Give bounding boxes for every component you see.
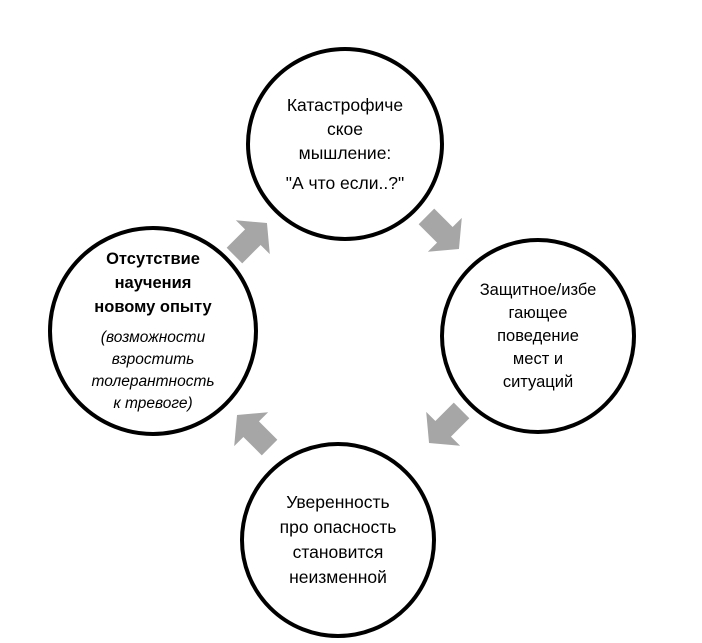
- node-avoidant-behavior-label: Защитное/избе гающее поведение мест и си…: [479, 280, 597, 391]
- node-no-new-learning-note: (возможности взростить толерантность к т…: [91, 329, 215, 412]
- node-belief-unchanged-label: Уверенность про опасность становится неи…: [279, 492, 397, 587]
- node-catastrophic-thinking: Катастрофиче ское мышление: "А что если.…: [246, 47, 444, 241]
- node-catastrophic-thinking-quote: "А что если..?": [285, 173, 405, 193]
- node-no-new-learning-label: Отсутствие научения новому опыту: [94, 250, 212, 316]
- arrow-right-to-bottom: [426, 402, 470, 446]
- node-avoidant-behavior: Защитное/избе гающее поведение мест и си…: [440, 238, 636, 434]
- arrow-top-to-right: [418, 208, 462, 252]
- node-catastrophic-thinking-label: Катастрофиче ское мышление:: [286, 95, 404, 163]
- arrow-left-to-top: [226, 220, 270, 264]
- arrow-bottom-to-left: [234, 412, 278, 456]
- node-belief-unchanged: Уверенность про опасность становится неи…: [240, 442, 436, 638]
- node-no-new-learning: Отсутствие научения новому опыту (возмож…: [48, 226, 258, 436]
